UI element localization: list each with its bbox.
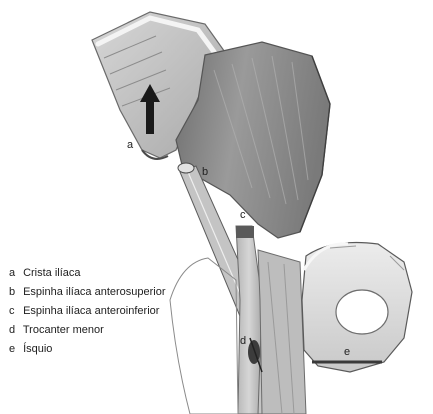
legend-key: e xyxy=(9,340,20,359)
legend-item: e Ísquio xyxy=(9,340,166,359)
legend-item: a Crista ilíaca xyxy=(9,264,166,283)
legend-key: b xyxy=(9,283,20,302)
marker-c: c xyxy=(240,209,246,221)
legend-key: d xyxy=(9,321,20,340)
legend-text: Crista ilíaca xyxy=(23,267,80,279)
adductor-muscle xyxy=(258,250,306,414)
legend-item: d Trocanter menor xyxy=(9,321,166,340)
marker-d: d xyxy=(240,335,246,347)
anterior-superior-iliac-spine xyxy=(178,163,194,173)
legend-text: Espinha ilíaca anteroinferior xyxy=(23,305,159,317)
legend: a Crista ilíaca b Espinha ilíaca anteros… xyxy=(9,264,166,359)
marker-a: a xyxy=(127,139,133,151)
legend-text: Ísquio xyxy=(23,343,52,355)
legend-item: b Espinha ilíaca anterosuperior xyxy=(9,283,166,302)
legend-item: c Espinha ilíaca anteroinferior xyxy=(9,302,166,321)
legend-text: Espinha ilíaca anterosuperior xyxy=(23,286,165,298)
ischium-pubis-bone xyxy=(302,243,412,373)
marker-e: e xyxy=(344,346,350,358)
legend-text: Trocanter menor xyxy=(23,324,104,336)
legend-key: a xyxy=(9,264,20,283)
legend-key: c xyxy=(9,302,20,321)
marker-b: b xyxy=(202,166,208,178)
obturator-foramen xyxy=(336,290,388,334)
